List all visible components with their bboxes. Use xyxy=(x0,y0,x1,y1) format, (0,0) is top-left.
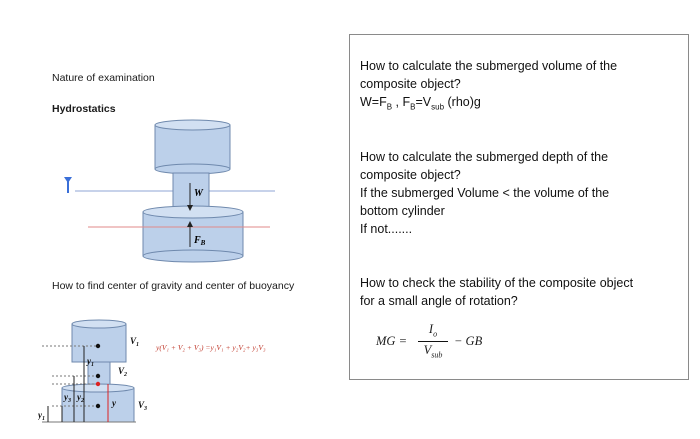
v3-centroid-dot xyxy=(95,403,101,409)
buoyancy-label: FB xyxy=(193,235,206,247)
weight-label: W xyxy=(194,188,204,199)
question-submerged-volume: How to calculate the submerged volume of… xyxy=(360,57,680,117)
question-submerged-depth: How to calculate the submerged depth of … xyxy=(360,148,680,238)
v3-label: V3 xyxy=(138,400,147,412)
q1-line1: How to calculate the submerged volume of… xyxy=(360,59,618,73)
q3-line2: for a small angle of rotation? xyxy=(360,294,518,308)
questions-panel: How to calculate the submerged volume of… xyxy=(349,34,689,380)
buoyancy-arrowhead xyxy=(187,221,193,227)
formula-numerator: Io xyxy=(428,322,438,339)
formula-denominator: Vsub xyxy=(423,343,443,360)
overall-centroid-dot xyxy=(95,381,101,387)
formula-lhs: MG = xyxy=(376,334,407,348)
v1-cylinder xyxy=(71,323,127,363)
v2-label: V2 xyxy=(118,366,127,378)
formula-fraction-bar xyxy=(418,341,448,342)
middle-cylinder xyxy=(172,172,210,212)
bottom-cylinder-base xyxy=(142,249,244,263)
q1-equation: W=FB , FB=Vsub (rho)g xyxy=(360,95,481,112)
q2-line2: composite object? xyxy=(360,168,461,182)
y3-label: y3 xyxy=(63,392,71,404)
center-of-gravity-diagram: V1 V2 V3 y1 y2 y3 y y1 y(V₁ + V₂ + V₃) =… xyxy=(38,319,266,423)
q2-line3: If the submerged Volume < the volume of … xyxy=(360,186,610,200)
water-level-marker-icon xyxy=(64,177,72,183)
v2-centroid-dot xyxy=(95,373,101,379)
v1-label: V1 xyxy=(130,336,139,348)
nature-of-examination-label: Nature of examination xyxy=(52,72,155,84)
y1-label: y1 xyxy=(86,356,94,368)
question-stability: How to check the stability of the compos… xyxy=(360,274,680,310)
bottom-cylinder-cap xyxy=(142,205,244,219)
y2-label: y2 xyxy=(76,392,84,404)
y-label: y xyxy=(111,398,117,408)
top-cylinder xyxy=(154,124,231,170)
composite-cylinder-diagram: W FB xyxy=(64,119,275,263)
y1-bottom-label: y1 xyxy=(38,410,45,422)
q2-line1: How to calculate the submerged depth of … xyxy=(360,150,609,164)
center-of-gravity-question: How to find center of gravity and center… xyxy=(52,280,295,292)
topic-heading: Hydrostatics xyxy=(52,103,116,115)
q2-line4: bottom cylinder xyxy=(360,204,445,218)
v1-cylinder-cap xyxy=(71,319,127,329)
weight-arrowhead xyxy=(187,205,193,211)
formula-rhs: − GB xyxy=(454,334,483,348)
q3-line1: How to check the stability of the compos… xyxy=(360,276,634,290)
center-of-gravity-equation: y(V₁ + V₂ + V₃) =y₁V₁ + y₂V₂+ y₃V₃ xyxy=(155,343,266,352)
v1-centroid-dot xyxy=(95,343,101,349)
q2-line5: If not....... xyxy=(360,222,413,236)
bottom-cylinder xyxy=(142,211,244,257)
q1-line2: composite object? xyxy=(360,77,461,91)
top-cylinder-cap xyxy=(154,119,231,131)
